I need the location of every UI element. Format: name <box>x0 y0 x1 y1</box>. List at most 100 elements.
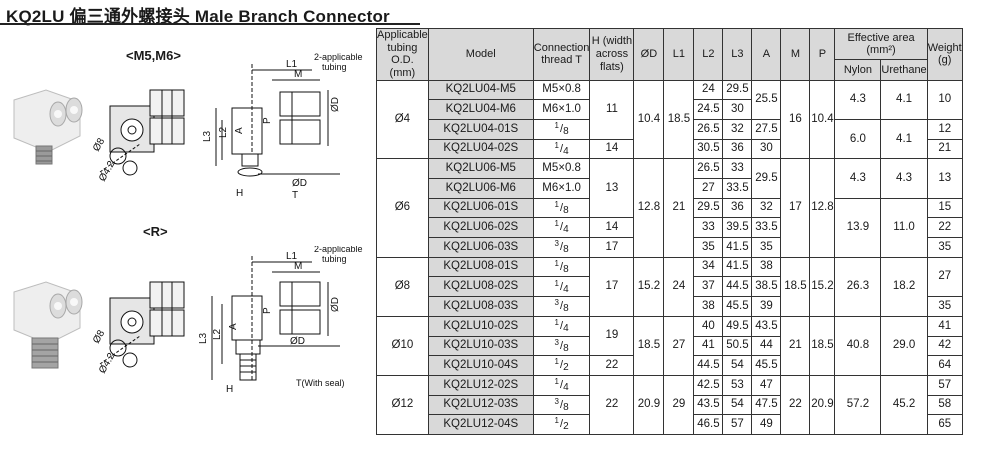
cell-p: 15.2 <box>809 256 836 317</box>
svg-text:Ø4.2: Ø4.2 <box>97 351 118 376</box>
cell-l2: 34 <box>693 256 724 278</box>
cell-tubing: Ø12 <box>376 374 429 435</box>
cell-a: 29.5 <box>751 158 782 199</box>
cell-weight: 15 <box>926 197 963 219</box>
cell-thread: 3/8 <box>532 394 591 416</box>
cell-weight: 10 <box>926 79 963 120</box>
header-thread: Connection thread T <box>532 28 591 81</box>
cell-l2: 40 <box>693 315 724 337</box>
cell-l3: 50.5 <box>722 335 753 357</box>
cell-weight: 22 <box>926 217 963 239</box>
cell-l3: 36 <box>722 138 753 160</box>
dim-od-bottom-r: ØD <box>290 336 305 347</box>
dim-p-r: P <box>262 307 273 314</box>
table-row: KQ2LU04-01S 1/8 26.5 32 27.5 6.0 4.1 12 <box>377 118 963 160</box>
diagram-r: Ø8 Ø4.2 L1 M L3 L2 A P ØD ØD H T(With se… <box>13 246 363 395</box>
dim-p: P <box>262 117 273 124</box>
section-label-m5m6: <M5,M6> <box>126 48 181 63</box>
dim-l3: L3 <box>202 130 213 142</box>
cell-tubing: Ø4 <box>376 79 429 160</box>
product-photo-m5m6 <box>13 89 83 165</box>
section-label-r: <R> <box>143 224 168 239</box>
cell-urethane: 18.2 <box>880 256 928 317</box>
cell-model: KQ2LU06-02S <box>427 217 534 239</box>
cell-nylon: 6.0 <box>834 118 882 160</box>
cell-od: 10.4 <box>633 79 665 160</box>
cell-weight: 35 <box>926 237 963 258</box>
svg-text:Ø8: Ø8 <box>91 328 107 345</box>
cell-nylon: 13.9 <box>834 197 882 258</box>
table-row: Ø4 KQ2LU04-M5 M5×0.8 11 10.4 18.5 24 29.… <box>376 79 963 160</box>
cell-l2: 46.5 <box>693 414 724 435</box>
cell-l3: 57 <box>722 414 753 435</box>
dim-h: H <box>236 188 243 199</box>
cell-model: KQ2LU08-03S <box>427 296 534 317</box>
cell-tubing: Ø6 <box>376 158 429 258</box>
table-row: KQ2LU06-03S 3/8 17 35 41.5 35 35 <box>377 237 963 258</box>
cell-weight: 41 <box>926 315 963 337</box>
cell-urethane: 4.1 <box>880 79 928 120</box>
cell-thread: 1/2 <box>532 355 591 376</box>
cell-l3: 29.5 <box>722 79 753 101</box>
cell-weight: 65 <box>926 414 963 435</box>
dim-a-r: A <box>228 323 239 330</box>
cell-a: 38 <box>751 256 782 278</box>
dim-od-bottom: ØD <box>292 178 307 189</box>
cell-m: 21 <box>780 315 811 376</box>
label-t-with-seal: T(With seal) <box>296 378 345 388</box>
cell-a: 27.5 <box>751 118 782 140</box>
cell-l2: 41 <box>693 335 724 357</box>
cell-nylon: 26.3 <box>834 256 882 317</box>
cell-urethane: 4.1 <box>880 118 928 160</box>
header-tubing: Applicable tubing O.D. (mm) <box>376 28 429 81</box>
cell-l2: 26.5 <box>693 118 724 140</box>
cell-p: 18.5 <box>809 315 836 376</box>
cell-thread: 1/4 <box>532 276 591 298</box>
cell-model: KQ2LU10-04S <box>427 355 534 376</box>
cell-a: 49 <box>751 414 782 435</box>
cell-l2: 24.5 <box>693 99 724 120</box>
diagram-m5m6: Ø8 Ø4.2 L1 M L3 L2 A P ØD ØD H T 2-appli… <box>13 52 363 200</box>
cell-l3: 39.5 <box>722 217 753 239</box>
header-weight: Weight (g) <box>926 28 963 81</box>
table-row: KQ2LU08-02S 1/4 37 44.5 38.5 <box>377 276 963 298</box>
cell-thread: 3/8 <box>532 296 591 317</box>
table-row: KQ2LU10-03S 3/8 41 50.5 44 42 <box>377 335 963 357</box>
cell-model: KQ2LU06-M6 <box>427 178 534 199</box>
cell-l2: 33 <box>693 217 724 239</box>
cell-l3: 41.5 <box>722 256 753 278</box>
cell-model: KQ2LU04-01S <box>427 118 534 140</box>
cell-a: 38.5 <box>751 276 782 298</box>
table-row: KQ2LU04-M6 M6×1.0 24.5 30 <box>377 99 963 120</box>
cell-l1: 21 <box>663 158 695 258</box>
page-title: KQ2LU 偏三通外螺接头 Male Branch Connector <box>6 7 390 26</box>
cell-weight: 57 <box>926 374 963 396</box>
cell-model: KQ2LU04-M6 <box>427 99 534 120</box>
dim-od-r: ØD <box>330 297 341 312</box>
table-row: KQ2LU06-01S 1/8 29.5 36 32 13.9 11.0 15 <box>377 197 963 258</box>
cell-model: KQ2LU10-03S <box>427 335 534 357</box>
cell-a: 45.5 <box>751 355 782 376</box>
spec-table: Applicable tubing O.D. (mm) Model Connec… <box>376 27 963 435</box>
cell-model: KQ2LU06-01S <box>427 197 534 219</box>
dim-l2: L2 <box>218 126 229 138</box>
table-row: Ø12 KQ2LU12-02S 1/4 22 20.9 29 42.5 53 4… <box>376 374 963 435</box>
cell-urethane: 45.2 <box>880 374 928 435</box>
dim-l1: L1 <box>286 59 298 70</box>
cell-weight: 12 <box>926 118 963 140</box>
cell-h: 22 <box>589 374 635 435</box>
dim-m-r: M <box>294 261 302 272</box>
cell-thread: 3/8 <box>532 335 591 357</box>
header-effective-area: Effective area (mm²) <box>834 27 928 61</box>
cell-weight: 58 <box>926 394 963 416</box>
cell-l2: 37 <box>693 276 724 298</box>
cell-a: 33.5 <box>751 217 782 239</box>
cell-nylon: 40.8 <box>834 315 882 376</box>
dim-m: M <box>294 69 302 80</box>
cell-l3: 45.5 <box>722 296 753 317</box>
header-l3: L3 <box>722 28 753 81</box>
cell-thread: 1/8 <box>532 197 591 219</box>
header-a: A <box>751 28 782 81</box>
dim-t: T <box>292 190 298 200</box>
